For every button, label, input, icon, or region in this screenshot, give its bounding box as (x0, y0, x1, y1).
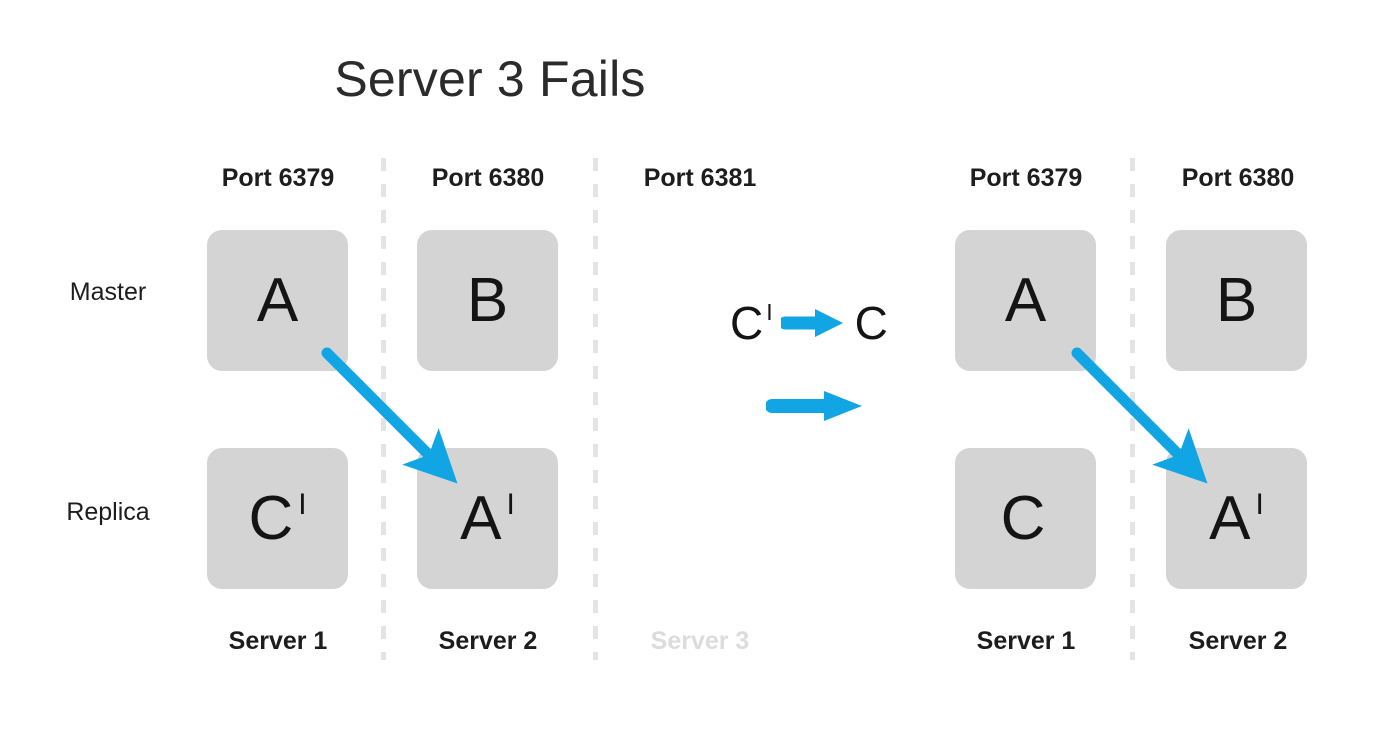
transition-arrow (766, 386, 866, 431)
node-letter: C (1000, 483, 1046, 553)
server-label-server1-before: Server 1 (228, 627, 328, 655)
server-label-server3-failed: Server 3 (650, 627, 750, 655)
page-title: Server 3 Fails (334, 51, 646, 107)
prime-mark: I (298, 487, 307, 521)
node-letter: B (466, 265, 509, 335)
row-label-replica: Replica (66, 498, 150, 526)
node-letter: A (1004, 265, 1047, 335)
prime-mark: I (766, 299, 773, 325)
node-letter: B (1215, 265, 1258, 335)
column-divider-1 (381, 158, 386, 660)
server-label-server2-before: Server 2 (438, 627, 538, 655)
node-server1-master-before[interactable]: A (207, 230, 348, 371)
server-label-server1-after: Server 1 (976, 627, 1076, 655)
port-label-server3-before: Port 6381 (643, 164, 757, 192)
node-server1-master-after[interactable]: A (955, 230, 1096, 371)
right-arrow-icon (780, 306, 847, 340)
right-arrow-icon (766, 386, 866, 426)
prime-mark: I (506, 487, 515, 521)
port-label-server1-after: Port 6379 (969, 164, 1083, 192)
port-label-server1-before: Port 6379 (221, 164, 335, 192)
server-label-server2-after: Server 2 (1188, 627, 1288, 655)
prime-mark: I (1255, 487, 1264, 521)
row-label-master: Master (69, 278, 147, 306)
node-letter: A (256, 265, 299, 335)
node-server2-master-before[interactable]: B (417, 230, 558, 371)
port-label-server2-before: Port 6380 (431, 164, 545, 192)
column-divider-2 (593, 158, 598, 660)
column-divider-3 (1130, 158, 1135, 660)
promotion-target: C (854, 297, 888, 349)
port-label-server2-after: Port 6380 (1181, 164, 1295, 192)
node-server2-master-after[interactable]: B (1166, 230, 1307, 371)
node-server1-replica-after[interactable]: C (955, 448, 1096, 589)
